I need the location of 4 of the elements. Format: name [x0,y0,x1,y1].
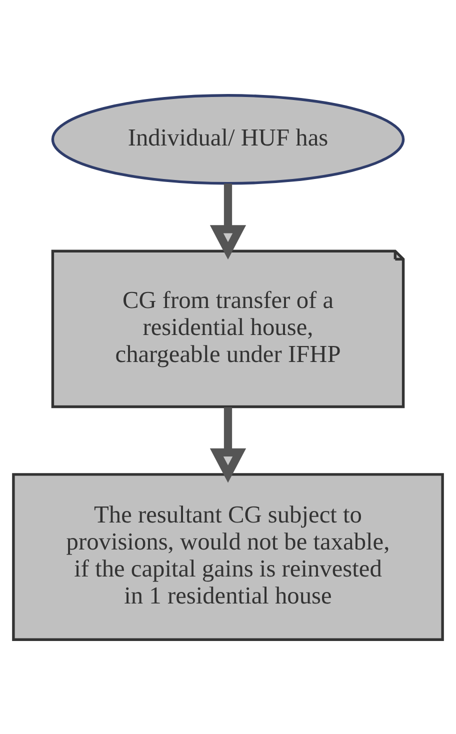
node-box: The resultant CG subject to provisions, would not be taxable, if the capital gains is reinvested in 1 residential house [12,472,444,640]
arrow [210,183,246,260]
arrow [210,406,246,482]
node-ellipse: Individual/ HUF has [51,94,405,184]
